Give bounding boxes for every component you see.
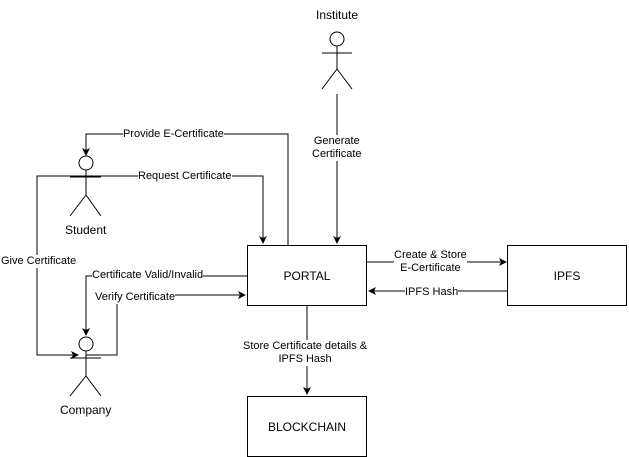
- student-actor-icon: [69, 155, 102, 217]
- blockchain-label: BLOCKCHAIN: [267, 419, 347, 434]
- blockchain-box: BLOCKCHAIN: [247, 396, 367, 457]
- label-store-details: Store Certificate details & IPFS Hash: [243, 340, 368, 366]
- label-create-line1: Create & Store: [394, 249, 467, 261]
- label-store-line1: Store Certificate details &: [243, 340, 368, 352]
- label-create-line2: E-Certificate: [400, 262, 461, 274]
- label-certificate-valid: Certificate Valid/Invalid: [92, 269, 204, 282]
- edge-provide-e-certificate: [82, 133, 289, 245]
- label-generate-line1: Generate: [313, 135, 360, 147]
- company-name: Company: [60, 403, 112, 417]
- edge-certificate-valid: [82, 275, 247, 336]
- ipfs-label: IPFS: [553, 268, 581, 283]
- edge-request-certificate: [86, 175, 267, 244]
- label-store-line2: IPFS Hash: [278, 353, 332, 365]
- label-provide-e-certificate: Provide E-Certificate: [123, 128, 224, 141]
- label-give-certificate: Give Certificate: [1, 255, 77, 268]
- institute-name: Institute: [316, 8, 359, 22]
- student-name: Student: [65, 223, 107, 237]
- label-generate-line2: Certificate: [312, 148, 362, 160]
- ipfs-box: IPFS: [507, 245, 627, 306]
- label-generate-certificate: Generate Certificate: [312, 135, 362, 161]
- institute-actor-icon: [321, 31, 353, 90]
- edge-verify-certificate: [86, 291, 246, 356]
- portal-box: PORTAL: [247, 245, 367, 306]
- label-ipfs-hash: IPFS Hash: [405, 286, 459, 299]
- label-create-store: Create & Store E-Certificate: [394, 249, 467, 275]
- company-actor-icon: [69, 336, 102, 397]
- label-request-certificate: Request Certificate: [138, 170, 232, 183]
- portal-label: PORTAL: [283, 268, 331, 283]
- label-verify-certificate: Verify Certificate: [95, 291, 176, 304]
